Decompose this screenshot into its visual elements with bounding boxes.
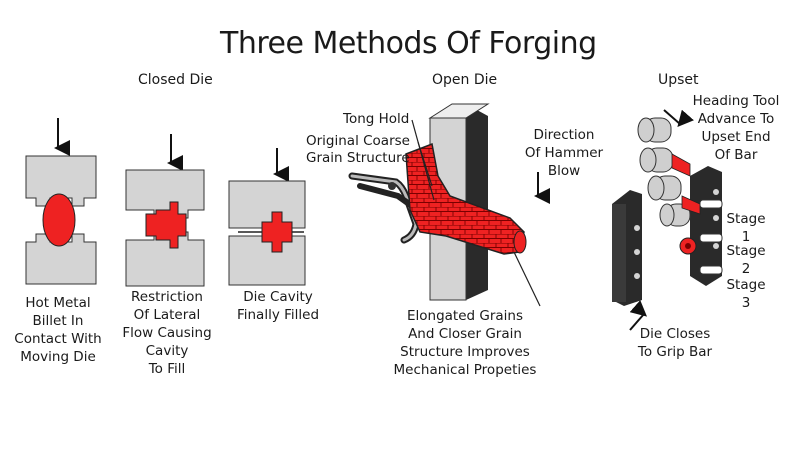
- section-closed-die: Closed Die: [138, 72, 213, 88]
- section-open-die: Open Die: [432, 72, 498, 88]
- caption-restriction: Restriction Of Lateral Flow Causing Cavi…: [122, 289, 212, 377]
- section-upset: Upset: [658, 72, 699, 88]
- caption-hot-metal: Hot Metal Billet In Contact With Moving …: [14, 295, 102, 365]
- label-hammer-direction: Direction Of Hammer Blow: [524, 127, 604, 179]
- label-tong-hold: Tong Hold: [343, 111, 410, 127]
- label-elongated-grains: Elongated Grains And Closer Grain Struct…: [393, 308, 537, 378]
- label-original-grain: Original Coarse Grain Structure: [306, 133, 410, 166]
- closed-die-step2: [125, 134, 205, 287]
- page-title: Three Methods Of Forging: [220, 26, 597, 61]
- label-die-closes: Die Closes To Grip Bar: [637, 326, 713, 360]
- closed-die-step1: [25, 118, 97, 285]
- label-heading-tool: Heading Tool Advance To Upset End Of Bar: [692, 93, 780, 163]
- open-die-illustration: [348, 103, 550, 307]
- upset-illustration: [612, 109, 723, 331]
- label-stage-3: Stage 3: [726, 277, 766, 311]
- closed-die-step3: [228, 148, 306, 286]
- label-stage-2: Stage 2: [726, 243, 766, 277]
- caption-die-cavity: Die Cavity Finally Filled: [236, 289, 320, 323]
- label-stage-1: Stage 1: [726, 211, 766, 245]
